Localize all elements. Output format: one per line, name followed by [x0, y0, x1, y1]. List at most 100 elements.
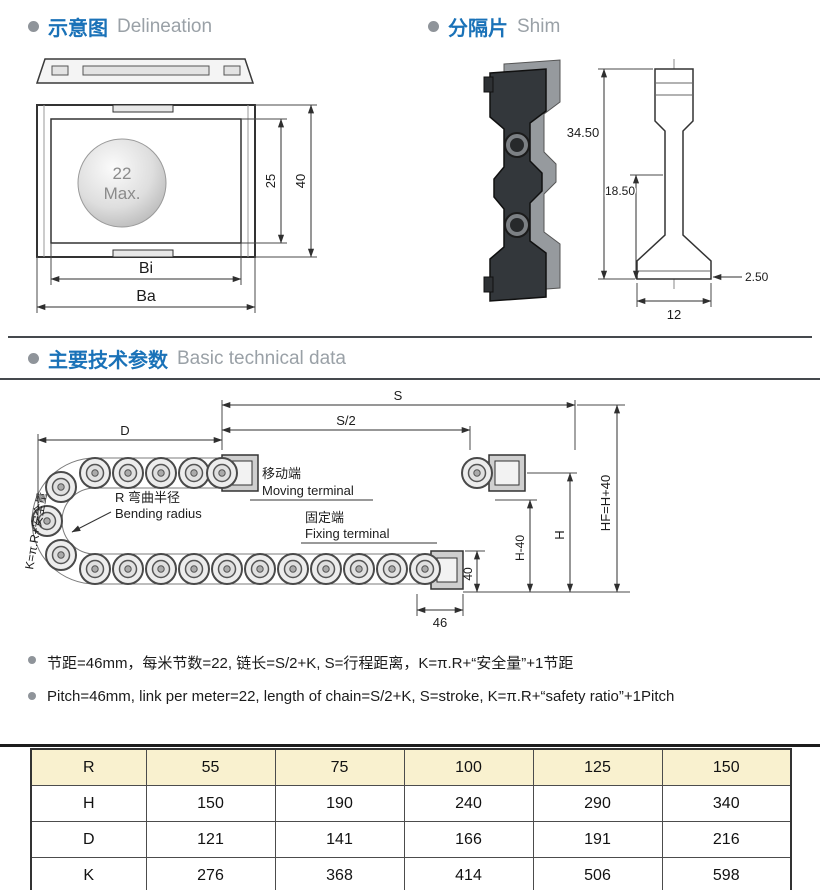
delineation-diagram: 22 Max. 25 40 Bi Ba [35, 58, 317, 313]
chain-link [310, 553, 342, 585]
note-line-zh: 节距=46mm，每米节数=22, 链长=S/2+K, S=行程距离，K=π.R+… [28, 652, 573, 673]
note-text: 节距=46mm，每米节数=22, 链长=S/2+K, S=行程距离，K=π.R+… [47, 655, 574, 672]
cover-strip-drawing [35, 58, 255, 84]
table-cell: 150 [661, 748, 792, 786]
divider [0, 378, 820, 380]
table-cell: 414 [403, 857, 534, 890]
dim-height-fixed: HF=H+40 [598, 475, 613, 531]
table-cell: 125 [532, 748, 663, 786]
chain-link [79, 457, 111, 489]
radius-arrow [71, 511, 112, 533]
table-row: D 121 141 166 191 216 [30, 821, 792, 858]
chain-link [178, 553, 210, 585]
section-title-en: Shim [517, 15, 561, 37]
table-cell: 55 [145, 748, 276, 786]
chain-link [461, 457, 493, 489]
dim-bend-depth: D [120, 423, 129, 438]
chain-link [409, 553, 441, 585]
row-label: H [30, 785, 147, 822]
bullet-icon [28, 692, 36, 700]
divider [0, 744, 820, 747]
table-cell: 216 [661, 821, 792, 858]
row-label: R [30, 748, 147, 786]
dim-partial-height: 18.50 [605, 184, 635, 198]
table-row: K 276 368 414 506 598 [30, 857, 792, 890]
bending-radius-label-zh: R 弯曲半径 [115, 490, 180, 505]
dim-total-height: 34.50 [567, 125, 600, 140]
bullet-icon [428, 21, 439, 32]
bullet-icon [28, 21, 39, 32]
chain-link [376, 553, 408, 585]
frame-cross-section: 22 Max. [36, 104, 256, 258]
table-cell: 141 [274, 821, 405, 858]
table-cell: 100 [403, 748, 534, 786]
table-cell: 506 [532, 857, 663, 890]
section-title-zh: 主要技术参数 [48, 350, 168, 372]
section-title-en: Basic technical data [177, 347, 346, 369]
section-header-shim: 分隔片 Shim [428, 12, 560, 41]
chain-link [145, 553, 177, 585]
table-cell: 191 [532, 821, 663, 858]
dim-outer-width: Ba [136, 288, 156, 305]
chain-link [343, 553, 375, 585]
dim-inner-height: 25 [263, 174, 278, 188]
chain-link [112, 457, 144, 489]
dim-stroke: S [394, 388, 403, 403]
chain-link [244, 553, 276, 585]
dim-base-width: 12 [667, 307, 681, 322]
fixing-terminal-label-zh: 固定端 [305, 510, 344, 525]
shim-diagram: 34.50 18.50 2.50 12 [483, 59, 769, 322]
table-cell: 166 [403, 821, 534, 858]
shim-3d-view [483, 59, 561, 302]
table-cell: 75 [274, 748, 405, 786]
note-line-en: Pitch=46mm, link per meter=22, length of… [28, 688, 674, 705]
table-row: H 150 190 240 290 340 [30, 785, 792, 822]
note-text: Pitch=46mm, link per meter=22, length of… [47, 688, 675, 705]
dim-height: H [552, 530, 567, 539]
dim-pitch: 46 [433, 615, 447, 630]
technical-data-table: R 55 75 100 125 150 H 150 190 240 290 34… [30, 748, 792, 890]
chain-link [145, 457, 177, 489]
table-cell: 276 [145, 857, 276, 890]
row-label: D [30, 821, 147, 858]
dim-height-minus: H-40 [513, 535, 527, 561]
ball-diameter-label: 22 [113, 164, 132, 183]
divider [8, 336, 812, 338]
ball-max-label: Max. [104, 184, 141, 203]
section-title-zh: 示意图 [48, 18, 108, 40]
table-cell: 340 [661, 785, 792, 822]
shim-profile-view [636, 59, 712, 289]
dim-inner-width: Bi [139, 260, 153, 277]
table-cell: 240 [403, 785, 534, 822]
dim-outer-height: 40 [293, 174, 308, 188]
table-cell: 190 [274, 785, 405, 822]
section-header-technical: 主要技术参数 Basic technical data [28, 344, 346, 373]
stroke-end-terminal-block [488, 454, 526, 492]
section-header-delineation: 示意图 Delineation [28, 12, 212, 41]
table-cell: 290 [532, 785, 663, 822]
moving-terminal-label-en: Moving terminal [262, 483, 354, 498]
fixing-terminal-label-en: Fixing terminal [305, 526, 390, 541]
moving-terminal-label-zh: 移动端 [262, 466, 301, 481]
table-cell: 368 [274, 857, 405, 890]
bullet-icon [28, 353, 39, 364]
section-title-en: Delineation [117, 15, 213, 37]
dim-lip: 2.50 [745, 270, 769, 284]
table-row: R 55 75 100 125 150 [30, 748, 792, 786]
cable-ball [77, 138, 167, 228]
chain-link [211, 553, 243, 585]
dim-half-stroke: S/2 [336, 413, 356, 428]
row-label: K [30, 857, 147, 890]
chain-link [45, 539, 77, 571]
bullet-icon [28, 656, 36, 664]
chain-link [277, 553, 309, 585]
table-cell: 121 [145, 821, 276, 858]
dim-block-height: 40 [461, 567, 475, 581]
chain-link [178, 457, 210, 489]
chain-diagram: S S/2 D 40 H-40 H HF=H+40 46 移动端 Moving … [25, 388, 630, 630]
table-cell: 598 [661, 857, 792, 890]
chain-link [45, 471, 77, 503]
bending-radius-label-en: Bending radius [115, 506, 202, 521]
section-title-zh: 分隔片 [448, 18, 508, 40]
